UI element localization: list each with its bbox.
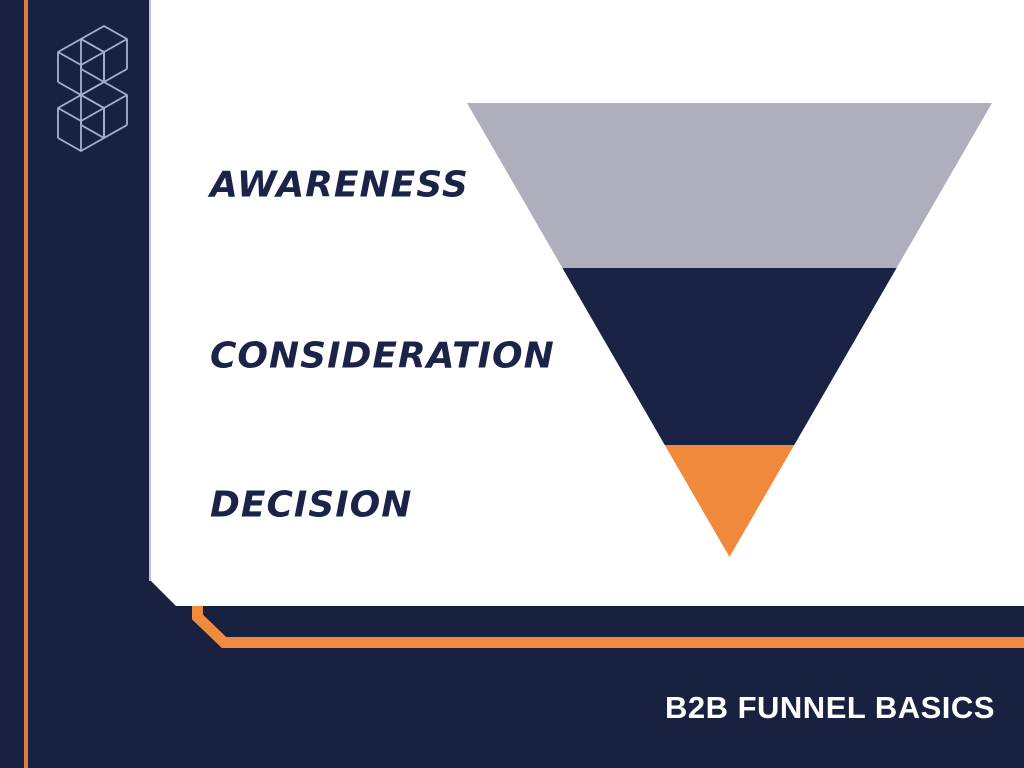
funnel-label-consideration: CONSIDERATION	[210, 335, 555, 377]
funnel-label-decision: DECISION	[210, 484, 413, 526]
cube-stack-logo-paths	[57, 25, 128, 152]
cube-stack-logo-icon	[57, 25, 128, 152]
funnel-label-awareness: AWARENESS	[210, 164, 469, 206]
left-accent-stripe	[24, 0, 28, 768]
funnel-stage-awareness	[467, 103, 992, 268]
slide-footer-title: B2B FUNNEL BASICS	[664, 690, 995, 725]
panel-left-edge	[149, 0, 151, 581]
bottom-accent-line-path	[192, 604, 1024, 648]
